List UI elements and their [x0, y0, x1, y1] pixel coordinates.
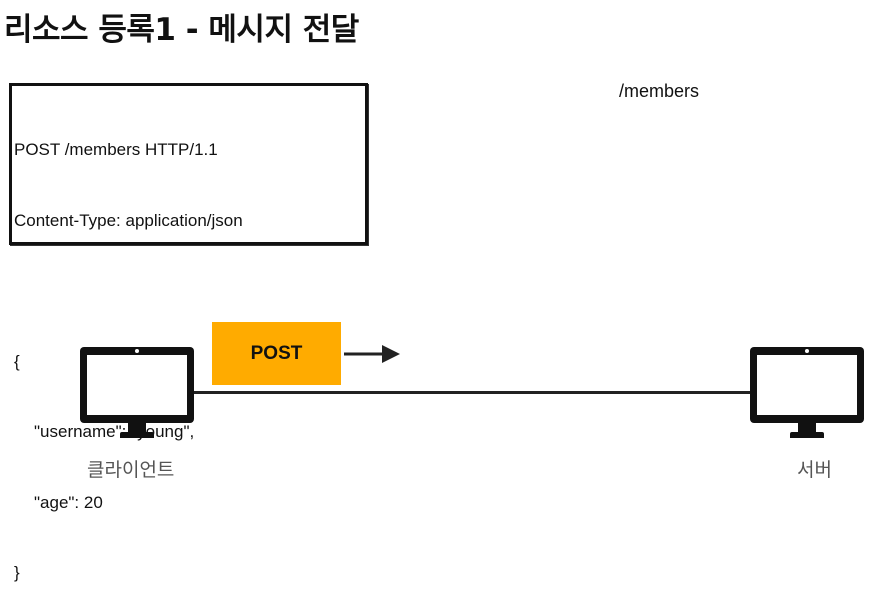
request-line: POST /members HTTP/1.1: [14, 140, 218, 159]
post-method-box: POST: [212, 322, 341, 385]
server-label: 서버: [797, 459, 832, 481]
client-label: 클라이언트: [87, 459, 175, 481]
connection-line: [194, 391, 750, 394]
request-arrow-icon: [344, 345, 400, 363]
server-monitor-icon: [750, 347, 864, 439]
json-open-brace: {: [14, 351, 20, 371]
content-type-header: Content-Type: application/json: [14, 210, 243, 230]
http-request-box: [9, 83, 368, 245]
json-close-brace: }: [14, 563, 20, 582]
post-method-label: POST: [250, 342, 303, 364]
resource-path-label: /members: [619, 81, 700, 101]
client-monitor-icon: [80, 347, 194, 439]
json-age-field: "age": 20: [34, 492, 103, 512]
slide-title: 리소스 등록1 - 메시지 전달: [4, 12, 359, 48]
blank-line: [14, 279, 243, 303]
